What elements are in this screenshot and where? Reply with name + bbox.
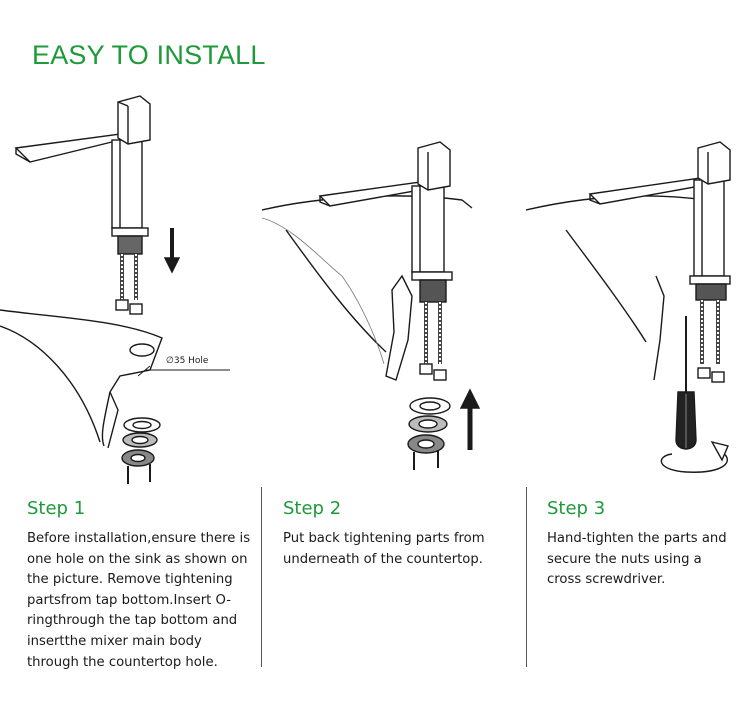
step-1: Step 1 Before installation,ensure there … bbox=[27, 498, 255, 673]
step-3-text: Hand-tighten the parts and secure the nu… bbox=[547, 531, 727, 588]
step-2-illustration bbox=[262, 80, 522, 490]
arrow-up-icon bbox=[459, 388, 481, 450]
step-3: Step 3 Hand-tighten the parts and secure… bbox=[547, 498, 737, 591]
step-2: Step 2 Put back tightening parts from un… bbox=[283, 498, 515, 570]
step-1-text: Before installation,ensure there is one … bbox=[27, 531, 251, 670]
step-3-title: Step 3 bbox=[547, 498, 606, 519]
arrow-down-icon bbox=[163, 228, 181, 274]
page-title: EASY TO INSTALL bbox=[32, 40, 266, 70]
step-1-title: Step 1 bbox=[27, 498, 86, 519]
rotate-arrow-icon bbox=[658, 440, 731, 476]
step-2-title: Step 2 bbox=[283, 498, 342, 519]
divider-2 bbox=[526, 487, 527, 667]
hole-label: ∅35 Hole bbox=[166, 356, 209, 366]
step-3-illustration bbox=[526, 80, 750, 490]
step-1-illustration: ∅35 Hole bbox=[0, 80, 260, 490]
step-2-text: Put back tightening parts from underneat… bbox=[283, 531, 485, 567]
divider-1 bbox=[261, 487, 262, 667]
screwdriver-icon bbox=[675, 316, 697, 450]
